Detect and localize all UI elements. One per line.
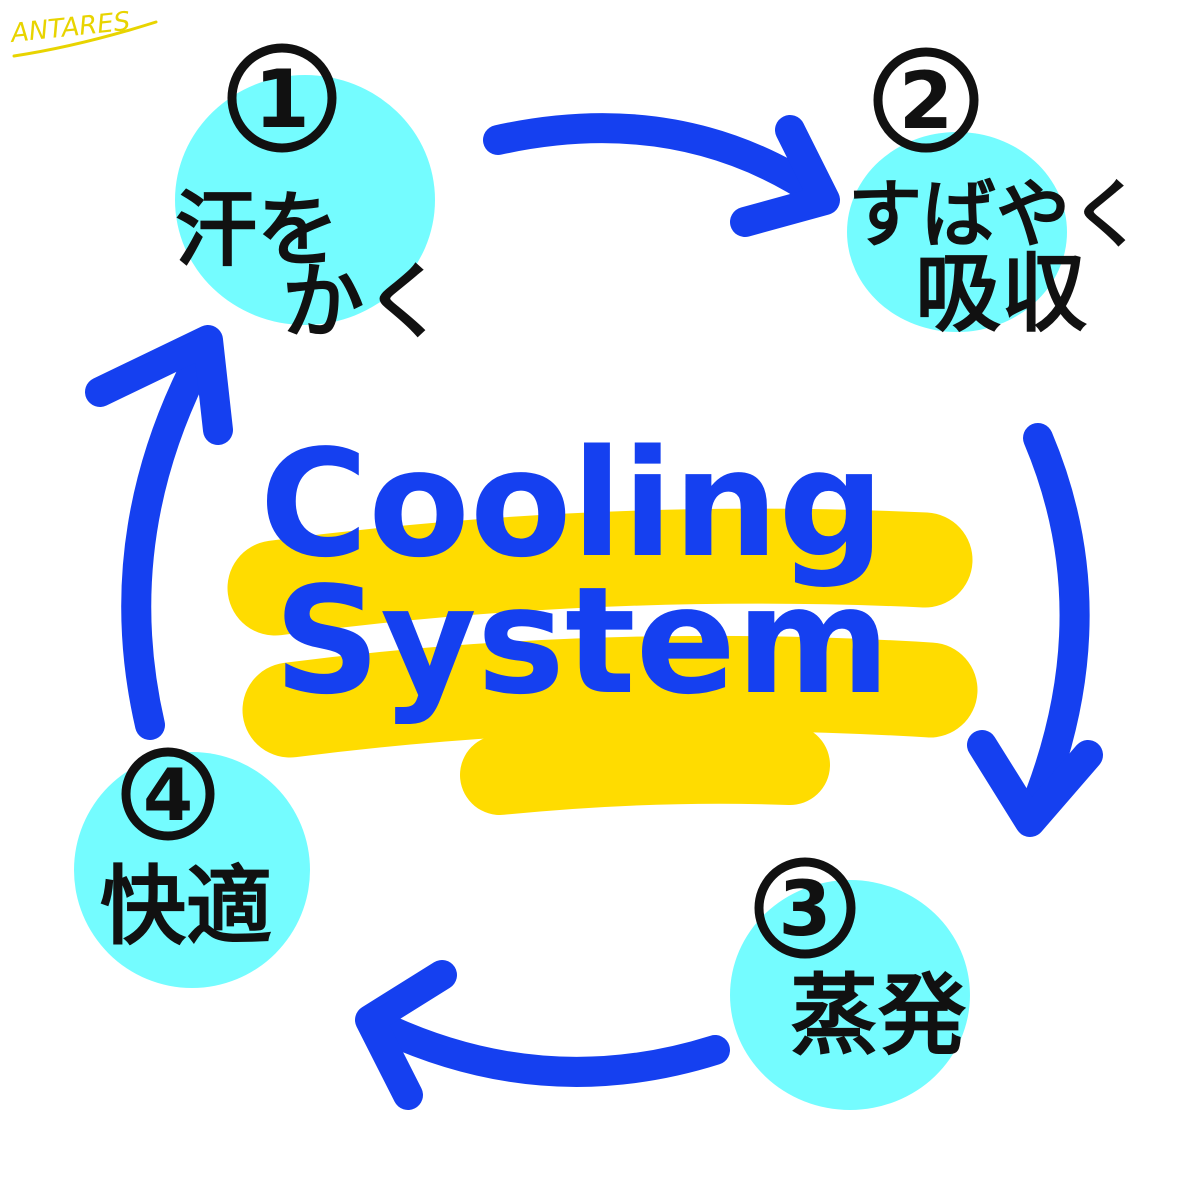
signature-underline [12,20,158,58]
step-1: 1 汗を かく [175,43,446,350]
circled-number-icon [754,857,856,959]
circled-number-icon [121,747,215,841]
arrow-head-4 [85,325,233,445]
step-label-line-2: かく [282,255,446,350]
step-label-line-1: すばやく [848,172,1144,258]
circled-number-icon [227,43,337,153]
artist-signature: ANTARES [8,7,132,50]
step-label-line-1: 蒸発 [790,964,967,1067]
step-number: 3 [779,864,832,953]
curved-arrow-icon [357,1007,730,1087]
step-2: 2 すばやく 吸収 [848,47,1144,344]
curved-arrow-icon [121,330,222,740]
title-line-1: Cooling [260,418,885,590]
step-label-line-2: 吸収 [915,244,1087,344]
curved-arrow-icon [483,113,835,210]
arrow-head-3 [355,960,457,1110]
highlight-strokes [227,508,978,815]
step-label-line-1: 汗を [175,183,339,278]
arrow-head-1 [730,115,840,237]
cycle-arrows [85,113,1103,1110]
step-4: 4 快適 [100,747,272,957]
step-label-line-1: 快適 [100,857,272,957]
step-number: 4 [143,753,193,837]
step-1-bubble [175,75,435,325]
title-line-2: System [274,555,891,727]
arrow-head-2 [967,730,1103,837]
circled-number-icon [873,47,979,153]
step-number: 1 [254,53,310,146]
step-2-bubble [847,132,1067,332]
title-group: Cooling System [260,418,891,727]
curved-arrow-icon [1015,423,1090,835]
step-3-bubble [730,880,970,1110]
step-number: 2 [899,57,953,147]
step-3: 3 蒸発 [754,857,967,1067]
